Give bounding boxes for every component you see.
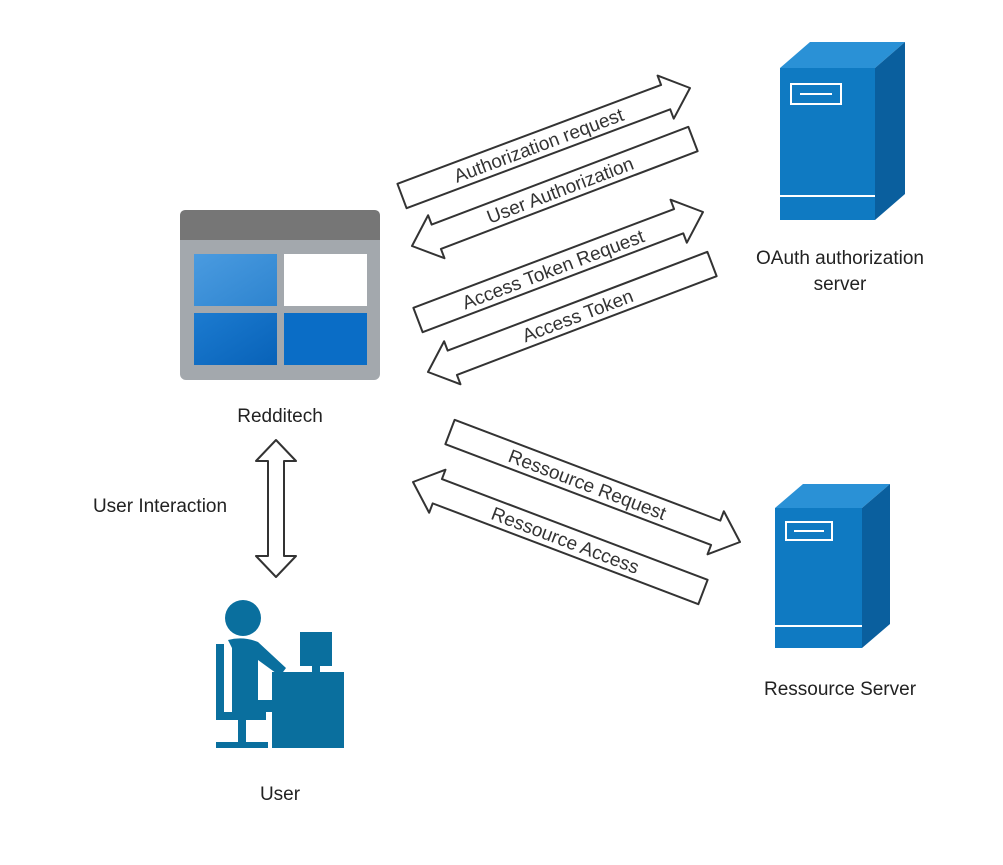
chair-post: [238, 720, 246, 744]
window-tile-top-right: [284, 254, 367, 306]
user-at-computer-icon: [216, 600, 344, 748]
monitor-stand: [312, 666, 320, 672]
user-head: [225, 600, 261, 636]
chair-base: [216, 742, 268, 748]
chair-seat: [216, 712, 266, 720]
resource-server-icon: [775, 484, 890, 648]
desk: [272, 672, 344, 748]
resource-server-label: Ressource Server: [763, 679, 917, 700]
ressource-request-arrow-shape: [444, 418, 741, 556]
authorization-request-arrow-shape: [396, 74, 691, 210]
user-legs: [232, 700, 282, 746]
access-token-request-arrow-shape: [412, 198, 705, 334]
user-authorization-arrow-shape: [411, 125, 699, 260]
server-side: [862, 484, 890, 648]
app-window-icon: [180, 210, 380, 380]
window-tile-bottom-right: [284, 313, 367, 365]
chair-back: [216, 644, 224, 718]
server-drive-slot: [785, 521, 833, 541]
window-titlebar: [180, 210, 380, 240]
user-interaction-label: User Interaction: [92, 496, 228, 517]
ressource-access-label: Ressource Access: [488, 504, 642, 579]
server-front: [780, 68, 875, 220]
server-side: [875, 42, 905, 220]
window-tile-top-left: [194, 254, 277, 306]
app-label: Redditech: [237, 406, 323, 427]
monitor: [300, 632, 332, 666]
window-tile-bottom-left: [194, 313, 277, 365]
auth-server-icon: [780, 42, 905, 220]
server-drive-slot: [790, 83, 842, 105]
user-label: User: [259, 784, 301, 805]
auth-server-label: OAuth authorization server: [756, 248, 924, 295]
server-top: [780, 42, 905, 68]
user-interaction-arrow: [255, 439, 297, 578]
ressource-access-arrow-shape: [412, 468, 709, 606]
access-token-arrow-shape: [427, 250, 718, 386]
user-torso: [228, 638, 286, 700]
server-top: [775, 484, 890, 508]
